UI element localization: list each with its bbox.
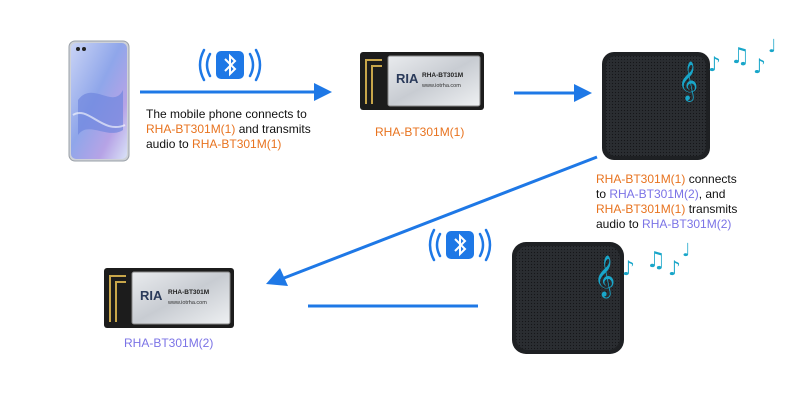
music-note-icon: ♩ [682,240,691,261]
caption2-line1: RHA-BT301M(1) connects [596,172,796,187]
music-note-icon: ♪ [668,256,681,280]
module1-brand: RIA [396,71,419,86]
caption1-line3-text: audio to [146,137,193,151]
phone-image [68,40,130,162]
module2-brand: RIA [140,288,163,303]
music-note-icon: ♫ [730,44,750,69]
music-note-icon: ♫ [646,248,666,273]
caption1-line2: RHA-BT301M(1) and transmits [146,122,346,137]
caption-module1-to-module2: RHA-BT301M(1) connects to RHA-BT301M(2),… [596,172,796,232]
caption2-line4: audio to RHA-BT301M(2) [596,217,796,232]
caption1-module1-ref-2: RHA-BT301M(1) [192,137,282,151]
music-note-icon: ♪ [708,52,721,76]
line-speaker2-to-module2 [308,304,478,308]
caption2-module1-ref: RHA-BT301M(1) [596,172,686,186]
music-note-icon: ♪ [753,54,766,78]
caption1-line1: The mobile phone connects to [146,107,307,121]
caption2-module2-ref: RHA-BT301M(2) [609,187,699,201]
caption2-line2-text-b: , and [698,187,726,201]
arrow-phone-to-module1 [140,83,332,101]
arrow-speaker1-to-module2 [266,155,598,286]
speaker2-image: 𝄞 [512,242,624,354]
caption1-line2-text: and transmits [235,122,311,136]
module2-board: RIA RHA-BT301M www.iotrha.com [104,268,234,328]
caption2-line2-text-a: to [596,187,610,201]
bluetooth-icon [198,48,262,82]
music-notes-2: ♪ ♫ ♪ ♩ [622,236,702,296]
caption2-line3: RHA-BT301M(1) transmits [596,202,796,217]
caption2-line2: to RHA-BT301M(2), and [596,187,796,202]
module1: RIA RHA-BT301M www.iotrha.com [360,52,484,110]
speaker1-image: 𝄞 [602,52,710,160]
caption2-module2-ref-2: RHA-BT301M(2) [642,217,732,231]
module2-model: RHA-BT301M [168,289,209,296]
module1-model: RHA-BT301M [422,72,463,79]
module1-website: www.iotrha.com [421,83,461,89]
module1-board: RIA RHA-BT301M www.iotrha.com [360,52,484,110]
caption2-line3-text: transmits [685,202,738,216]
caption-phone-to-module1: The mobile phone connects to RHA-BT301M(… [146,107,346,152]
caption1-line3: audio to RHA-BT301M(1) [146,137,346,152]
caption2-module1-ref-2: RHA-BT301M(1) [596,202,686,216]
module2-label: RHA-BT301M(2) [124,336,214,350]
module1-label: RHA-BT301M(1) [375,125,465,139]
caption1-module1-ref: RHA-BT301M(1) [146,122,236,136]
caption2-line1-text: connects [685,172,737,186]
module2: RIA RHA-BT301M www.iotrha.com [104,268,234,328]
caption2-line4-text: audio to [596,217,643,231]
module2-website: www.iotrha.com [167,300,207,306]
treble-clef-icon: 𝄞 [594,255,615,298]
music-notes-1: ♪ ♫ ♪ ♩ [708,36,788,96]
music-note-icon: ♪ [622,256,635,280]
music-note-icon: ♩ [768,36,777,57]
bluetooth-icon [428,228,492,262]
arrow-module1-to-speaker1 [514,84,592,102]
treble-clef-icon: 𝄞 [678,62,698,102]
